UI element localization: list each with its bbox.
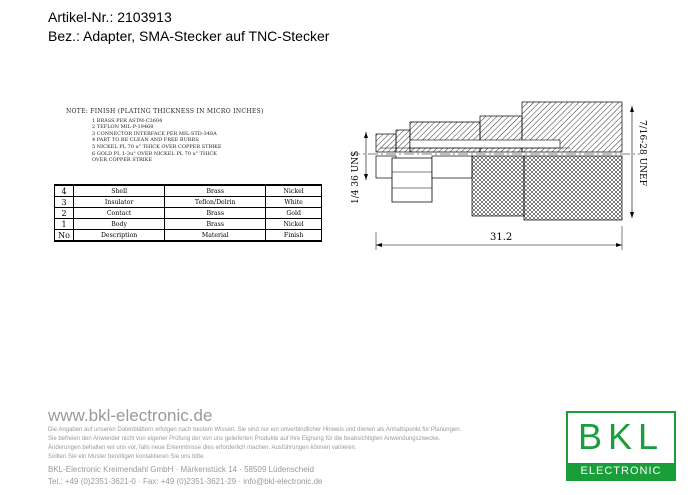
logo-brand: BKL: [577, 416, 665, 457]
cell-finish: Nickel: [265, 218, 322, 230]
dim-left-line: [364, 132, 368, 180]
cell-no: 4: [54, 184, 74, 197]
note-item: 3 CONNECTOR INTERFACE PER MIL-STD-348A: [92, 130, 217, 137]
cell-description: Description: [72, 229, 166, 242]
note-item: 6 GOLD PL 1-3u" OVER NICKEL PL 70 u" THI…: [92, 150, 217, 157]
note-item: 2 TEFLON MIL-P-19468: [92, 124, 154, 131]
note-item: 5 NICKEL PL 70 u" THICK OVER COPPER STRI…: [92, 143, 222, 150]
cell-finish: White: [265, 196, 322, 208]
lower-exterior: [375, 155, 623, 221]
notes-title: NOTE: FINISH (PLATING THICKNESS IN MICRO…: [66, 108, 264, 115]
company-contact: Tel.: +49 (0)2351-3621-0 · Fax: +49 (0)2…: [48, 477, 323, 486]
parts-table: 4 Shell Brass Nickel 3 Insulator Teflon/…: [54, 184, 322, 242]
dim-left-label: 1/4 36 UNS: [351, 151, 361, 204]
dim-right-label: 7/16-28 UNEF: [637, 120, 647, 186]
cell-description: Insulator: [72, 196, 166, 208]
logo-subtitle: ELECTRONIC: [568, 463, 674, 479]
bkl-logo: BKL ELECTRONIC: [566, 411, 676, 481]
cell-no: 1: [54, 218, 74, 230]
connector-drawing: 7/16-28 UNEF 1/4 36 UNS 31.2: [350, 101, 647, 250]
cell-finish: Finish: [265, 229, 322, 242]
company-address: BKL-Electronic Kreimendahl GmbH · Märken…: [48, 465, 314, 474]
note-item: 4 PART TO BE CLEAN AND FREE BURRS: [92, 137, 199, 144]
upper-section: [375, 101, 623, 153]
table-row: 3 Insulator Teflon/Delrin White: [54, 196, 322, 208]
dim-length-line: [375, 226, 623, 250]
cell-no: 3: [54, 196, 74, 208]
table-header-row: No Description Material Finish: [54, 229, 322, 242]
dim-right-line: [630, 106, 634, 218]
note-item: 1 BRASS PER ASTM-C3604: [92, 117, 163, 124]
disclaimer-line: Änderungen behalten wir uns vor, falls n…: [48, 445, 357, 451]
cell-description: Shell: [72, 184, 166, 197]
note-item: OVER COPPER STRIKE: [92, 157, 153, 164]
cell-description: Contact: [72, 207, 166, 219]
disclaimer-line: Sie befreien den Anwender nicht von eige…: [48, 436, 441, 442]
cell-no: No: [54, 229, 74, 242]
product-description: Bez.: Adapter, SMA-Stecker auf TNC-Steck…: [48, 28, 330, 44]
cell-material: Brass: [164, 218, 267, 230]
cell-finish: Gold: [265, 207, 322, 219]
finish-notes: NOTE: FINISH (PLATING THICKNESS IN MICRO…: [66, 108, 264, 164]
cell-description: Body: [72, 218, 166, 230]
website-link[interactable]: www.bkl-electronic.de: [48, 406, 213, 425]
table-row: 2 Contact Brass Gold: [54, 207, 322, 219]
cell-material: Teflon/Delrin: [164, 196, 267, 208]
cell-finish: Nickel: [265, 184, 322, 197]
cell-no: 2: [54, 207, 74, 219]
cell-material: Brass: [164, 207, 267, 219]
table-row: 4 Shell Brass Nickel: [54, 184, 322, 197]
article-number: Artikel-Nr.: 2103913: [48, 9, 172, 25]
cell-material: Brass: [164, 184, 267, 197]
dim-length-label: 31.2: [490, 232, 512, 243]
table-row: 1 Body Brass Nickel: [54, 218, 322, 230]
cell-material: Material: [164, 229, 267, 242]
disclaimer-line: Sollten Sie ein Muster benötigen kontakt…: [48, 454, 206, 460]
disclaimer-line: Die Angaben auf unseren Datenblättern er…: [48, 427, 462, 433]
